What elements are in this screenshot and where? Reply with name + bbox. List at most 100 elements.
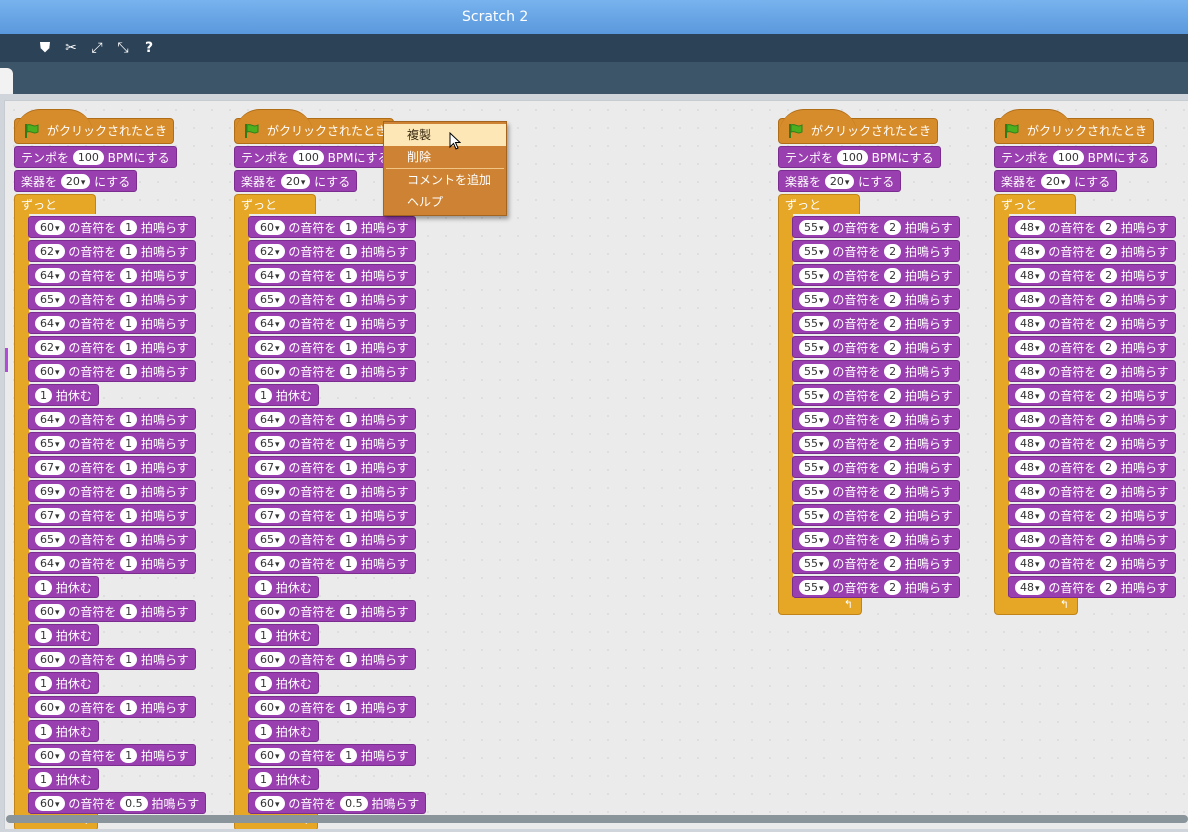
- instrument-dropdown[interactable]: 20: [280, 174, 311, 189]
- beats-input[interactable]: 2: [884, 580, 902, 595]
- beats-input[interactable]: 1: [35, 772, 52, 787]
- beats-input[interactable]: 1: [255, 628, 272, 643]
- beats-input[interactable]: 2: [884, 388, 902, 403]
- beats-input[interactable]: 2: [884, 292, 902, 307]
- beats-input[interactable]: 1: [340, 460, 358, 475]
- play-note-block[interactable]: 55 の音符を 2 拍鳴らす: [792, 312, 960, 334]
- play-note-block[interactable]: 62 の音符を 1 拍鳴らす: [248, 240, 416, 262]
- rest-block[interactable]: 1 拍休む: [248, 768, 319, 790]
- beats-input[interactable]: 2: [884, 316, 902, 331]
- note-dropdown[interactable]: 55: [799, 268, 829, 283]
- play-note-block[interactable]: 65 の音符を 1 拍鳴らす: [248, 288, 416, 310]
- menu-item-delete[interactable]: 削除: [407, 150, 432, 164]
- beats-input[interactable]: 2: [1100, 388, 1118, 403]
- set-tempo-block[interactable]: テンポを 100 BPMにする: [234, 146, 397, 168]
- play-note-block[interactable]: 60 の音符を 1 拍鳴らす: [248, 360, 416, 382]
- play-note-block[interactable]: 64 の音符を 1 拍鳴らす: [248, 312, 416, 334]
- play-note-block[interactable]: 64 の音符を 1 拍鳴らす: [248, 264, 416, 286]
- beats-input[interactable]: 2: [1100, 316, 1118, 331]
- note-dropdown[interactable]: 60: [255, 604, 285, 619]
- help-icon[interactable]: ?: [144, 40, 154, 56]
- play-note-block[interactable]: 67 の音符を 1 拍鳴らす: [28, 504, 196, 526]
- note-dropdown[interactable]: 64: [35, 316, 65, 331]
- beats-input[interactable]: 2: [1100, 460, 1118, 475]
- play-note-block[interactable]: 62 の音符を 1 拍鳴らす: [28, 336, 196, 358]
- set-tempo-block[interactable]: テンポを 100 BPMにする: [14, 146, 177, 168]
- note-dropdown[interactable]: 55: [799, 412, 829, 427]
- beats-input[interactable]: 1: [120, 292, 138, 307]
- tempo-input[interactable]: 100: [1052, 150, 1084, 165]
- beats-input[interactable]: 1: [340, 436, 358, 451]
- play-note-block[interactable]: 55 の音符を 2 拍鳴らす: [792, 384, 960, 406]
- forever-header[interactable]: ずっと: [778, 194, 860, 214]
- rest-block[interactable]: 1 拍休む: [248, 576, 319, 598]
- play-note-block[interactable]: 48 の音符を 2 拍鳴らす: [1008, 240, 1176, 262]
- beats-input[interactable]: 2: [884, 412, 902, 427]
- play-note-block[interactable]: 62 の音符を 1 拍鳴らす: [248, 336, 416, 358]
- note-dropdown[interactable]: 60: [35, 700, 65, 715]
- instrument-dropdown[interactable]: 20: [60, 174, 91, 189]
- beats-input[interactable]: 1: [340, 244, 358, 259]
- play-note-block[interactable]: 48 の音符を 2 拍鳴らす: [1008, 288, 1176, 310]
- note-dropdown[interactable]: 65: [35, 292, 65, 307]
- play-note-block[interactable]: 60 の音符を 1 拍鳴らす: [28, 600, 196, 622]
- play-note-block[interactable]: 64 の音符を 1 拍鳴らす: [28, 552, 196, 574]
- play-note-block[interactable]: 60 の音符を 0.5 拍鳴らす: [248, 792, 427, 814]
- note-dropdown[interactable]: 48: [1015, 340, 1045, 355]
- note-dropdown[interactable]: 55: [799, 244, 829, 259]
- active-tab-edge[interactable]: [0, 68, 13, 94]
- set-instrument-block[interactable]: 楽器を 20 にする: [994, 170, 1118, 192]
- play-note-block[interactable]: 60 の音符を 1 拍鳴らす: [28, 696, 196, 718]
- note-dropdown[interactable]: 48: [1015, 460, 1045, 475]
- beats-input[interactable]: 2: [884, 532, 902, 547]
- beats-input[interactable]: 2: [1100, 340, 1118, 355]
- beats-input[interactable]: 1: [120, 556, 138, 571]
- menu-item-duplicate[interactable]: 複製: [384, 124, 506, 146]
- set-instrument-block[interactable]: 楽器を 20 にする: [14, 170, 138, 192]
- forever-header[interactable]: ずっと: [994, 194, 1076, 214]
- play-note-block[interactable]: 67 の音符を 1 拍鳴らす: [248, 504, 416, 526]
- note-dropdown[interactable]: 60: [255, 364, 285, 379]
- play-note-block[interactable]: 55 の音符を 2 拍鳴らす: [792, 240, 960, 262]
- play-note-block[interactable]: 48 の音符を 2 拍鳴らす: [1008, 312, 1176, 334]
- beats-input[interactable]: 1: [255, 388, 272, 403]
- play-note-block[interactable]: 55 の音符を 2 拍鳴らす: [792, 216, 960, 238]
- beats-input[interactable]: 1: [120, 340, 138, 355]
- beats-input[interactable]: 2: [884, 220, 902, 235]
- note-dropdown[interactable]: 62: [35, 340, 65, 355]
- play-note-block[interactable]: 55 の音符を 2 拍鳴らす: [792, 432, 960, 454]
- play-note-block[interactable]: 48 の音符を 2 拍鳴らす: [1008, 432, 1176, 454]
- beats-input[interactable]: 2: [1100, 364, 1118, 379]
- note-dropdown[interactable]: 69: [255, 484, 285, 499]
- play-note-block[interactable]: 48 の音符を 2 拍鳴らす: [1008, 528, 1176, 550]
- note-dropdown[interactable]: 60: [255, 748, 285, 763]
- when-flag-clicked-block[interactable]: がクリックされたとき: [778, 109, 938, 144]
- play-note-block[interactable]: 55 の音符を 2 拍鳴らす: [792, 288, 960, 310]
- play-note-block[interactable]: 48 の音符を 2 拍鳴らす: [1008, 216, 1176, 238]
- note-dropdown[interactable]: 55: [799, 388, 829, 403]
- beats-input[interactable]: 1: [255, 772, 272, 787]
- rest-block[interactable]: 1 拍休む: [28, 720, 99, 742]
- play-note-block[interactable]: 48 の音符を 2 拍鳴らす: [1008, 576, 1176, 598]
- beats-input[interactable]: 2: [1100, 412, 1118, 427]
- beats-input[interactable]: 2: [884, 460, 902, 475]
- play-note-block[interactable]: 60 の音符を 1 拍鳴らす: [248, 648, 416, 670]
- beats-input[interactable]: 1: [120, 460, 138, 475]
- play-note-block[interactable]: 60 の音符を 1 拍鳴らす: [28, 360, 196, 382]
- beats-input[interactable]: 2: [1100, 268, 1118, 283]
- beats-input[interactable]: 1: [120, 316, 138, 331]
- play-note-block[interactable]: 48 の音符を 2 拍鳴らす: [1008, 480, 1176, 502]
- beats-input[interactable]: 2: [884, 556, 902, 571]
- note-dropdown[interactable]: 55: [799, 580, 829, 595]
- beats-input[interactable]: 2: [1100, 580, 1118, 595]
- note-dropdown[interactable]: 65: [255, 532, 285, 547]
- note-dropdown[interactable]: 48: [1015, 412, 1045, 427]
- beats-input[interactable]: 1: [340, 292, 358, 307]
- stamp-icon[interactable]: ⛊: [39, 40, 51, 56]
- play-note-block[interactable]: 55 の音符を 2 拍鳴らす: [792, 336, 960, 358]
- menu-item-add-comment[interactable]: コメントを追加: [407, 173, 492, 187]
- forever-header[interactable]: ずっと: [14, 194, 96, 214]
- beats-input[interactable]: 1: [340, 532, 358, 547]
